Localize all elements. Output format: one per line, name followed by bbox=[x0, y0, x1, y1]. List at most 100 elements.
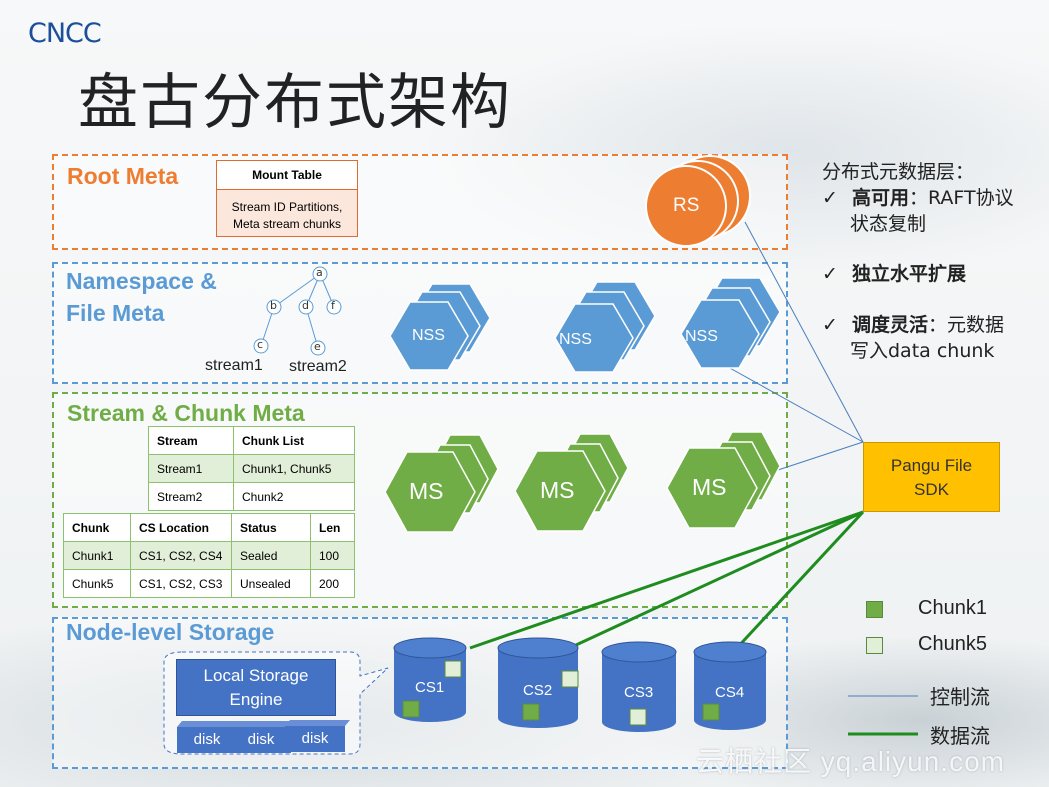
nss3-hex-front bbox=[680, 299, 760, 369]
watermark: 云栖社区 yq.aliyun.com bbox=[696, 746, 1005, 777]
disk3-bevel bbox=[285, 720, 350, 726]
cs-label-2: CS2 bbox=[523, 682, 553, 699]
cs2-chunk5-square bbox=[561, 670, 579, 688]
chunk-table: Chunk CS Location Status Len Chunk1 CS1,… bbox=[63, 513, 355, 598]
page-title: 盘古分布式架构 bbox=[78, 68, 512, 138]
cs2-top bbox=[497, 637, 579, 659]
check-icon: ✓ bbox=[822, 187, 838, 209]
chunk-table-header-cell: CS Location bbox=[130, 513, 232, 542]
mount-table-line2: Meta stream chunks bbox=[232, 217, 342, 231]
disk-bevels bbox=[177, 720, 350, 727]
legend-control-label: 控制流 bbox=[930, 685, 990, 709]
nss1-hex-front bbox=[389, 301, 469, 371]
nss-label-2: NSS bbox=[559, 331, 592, 348]
stream1-label: stream1 bbox=[205, 357, 263, 374]
control-flow-lines bbox=[727, 221, 864, 471]
chunk-table-header-row: Chunk CS Location Status Len bbox=[63, 513, 355, 542]
control-line-nss bbox=[727, 366, 864, 443]
chunk-table-cell: Unsealed bbox=[231, 569, 311, 598]
data-flow-lines bbox=[469, 510, 865, 652]
stream-chunk-title: Stream & Chunk Meta bbox=[67, 400, 305, 426]
mount-table-body: Stream ID Partitions, Meta stream chunks bbox=[217, 190, 357, 233]
tree-node-circle-a bbox=[312, 266, 328, 282]
feature-1-bold: 高可用 bbox=[851, 187, 909, 209]
cs-node-2 bbox=[497, 637, 579, 728]
cs3-top bbox=[601, 641, 677, 663]
tree-node-circle-d bbox=[298, 299, 314, 315]
chunk-table-cell: CS1, CS2, CS3 bbox=[130, 569, 232, 598]
ms-node-2 bbox=[514, 433, 629, 532]
stream-table-header-cell: Chunk List bbox=[233, 426, 355, 455]
feature-3-line2: 写入data chunk bbox=[850, 340, 995, 362]
tree-label-a: a bbox=[316, 266, 323, 279]
mount-table-header: Mount Table bbox=[217, 161, 357, 190]
ms1-hex-front bbox=[384, 451, 476, 533]
disk2-bevel bbox=[231, 721, 296, 727]
check-icon: ✓ bbox=[822, 263, 838, 285]
legend-chunk5-label: Chunk5 bbox=[918, 633, 987, 655]
storage-engine-line2: Engine bbox=[229, 690, 283, 709]
chunk-table-cell: 200 bbox=[310, 569, 355, 598]
disk1-bevel bbox=[177, 721, 242, 727]
nss-label-1: NSS bbox=[412, 327, 445, 344]
stream2-label: stream2 bbox=[289, 358, 347, 375]
stream-table-cell: Stream1 bbox=[148, 454, 234, 483]
cs3-chunk5-square bbox=[629, 708, 647, 726]
nss-label-3: NSS bbox=[685, 328, 718, 345]
tree-label-b: b bbox=[270, 299, 277, 312]
cs-label-4: CS4 bbox=[715, 684, 745, 701]
feature-3-rest: ：元数据 bbox=[927, 314, 1004, 336]
nss-node-2 bbox=[554, 281, 656, 373]
stream-table-row: Stream2 Chunk2 bbox=[148, 482, 355, 511]
chunk-table-cell: Chunk1 bbox=[63, 541, 131, 570]
legend-data-label: 数据流 bbox=[930, 724, 990, 748]
data-line-cs2 bbox=[575, 510, 864, 647]
tree-node-circle-f bbox=[326, 299, 342, 315]
data-line-cs4 bbox=[733, 510, 865, 652]
chunk-table-header-cell: Chunk bbox=[63, 513, 131, 542]
mount-table: Mount Table Stream ID Partitions, Meta s… bbox=[216, 160, 358, 237]
chunk-table-cell: Chunk5 bbox=[63, 569, 131, 598]
feature-3-bold: 调度灵活 bbox=[851, 314, 928, 336]
cs1-chunk1-square bbox=[402, 700, 420, 718]
namespace-title-line2: File Meta bbox=[66, 300, 165, 326]
namespace-title-line1: Namespace & bbox=[66, 268, 217, 294]
nss-node-1 bbox=[389, 283, 491, 371]
feature-item-3: ✓ 调度灵活：元数据 bbox=[822, 312, 1004, 338]
cs3-body bbox=[602, 652, 676, 732]
legend-chunk1-label: Chunk1 bbox=[918, 597, 987, 619]
pangu-file-sdk-box: Pangu File SDK bbox=[863, 442, 1000, 512]
chunk-table-cell: CS1, CS2, CS4 bbox=[130, 541, 232, 570]
ms-label-2: MS bbox=[540, 477, 575, 503]
cs4-top bbox=[693, 641, 767, 663]
rs-label: RS bbox=[673, 195, 700, 216]
stream-table-cell: Stream2 bbox=[148, 482, 234, 511]
cncc-logo: CNCC bbox=[28, 18, 102, 49]
cs-node-3 bbox=[601, 641, 677, 732]
chunk-table-header-cell: Len bbox=[310, 513, 355, 542]
disk-3: disk bbox=[285, 726, 345, 752]
feature-2-bold: 独立水平扩展 bbox=[851, 263, 966, 285]
ms-label-1: MS bbox=[409, 478, 444, 504]
tree-node-circle-e bbox=[310, 340, 326, 356]
rs-node bbox=[645, 155, 751, 247]
local-storage-engine-box: Local Storage Engine bbox=[176, 659, 336, 716]
feature-1-rest: ：RAFT协议 bbox=[908, 187, 1014, 209]
ms-node-1 bbox=[384, 434, 499, 533]
meta-layer-heading: 分布式元数据层： bbox=[822, 161, 975, 183]
stream-table-row: Stream1 Chunk1, Chunk5 bbox=[148, 454, 355, 483]
root-meta-title: Root Meta bbox=[67, 163, 179, 189]
ms-node-3 bbox=[666, 431, 781, 529]
legend-chunk5-square bbox=[866, 637, 883, 654]
cs-label-1: CS1 bbox=[415, 679, 445, 696]
chunk-table-cell: Sealed bbox=[231, 541, 311, 570]
ms2-hex-front bbox=[514, 450, 606, 532]
chunk-table-cell: 100 bbox=[310, 541, 355, 570]
sdk-line2: SDK bbox=[914, 480, 949, 499]
feature-item-1: ✓ 高可用：RAFT协议 bbox=[822, 185, 1014, 211]
ms3-hex-front bbox=[666, 447, 758, 529]
feature-item-2: ✓ 独立水平扩展 bbox=[822, 261, 966, 287]
stream-table: Stream Chunk List Stream1 Chunk1, Chunk5… bbox=[148, 426, 355, 511]
nss2-hex-front bbox=[554, 303, 634, 373]
chunk-table-header-cell: Status bbox=[231, 513, 311, 542]
